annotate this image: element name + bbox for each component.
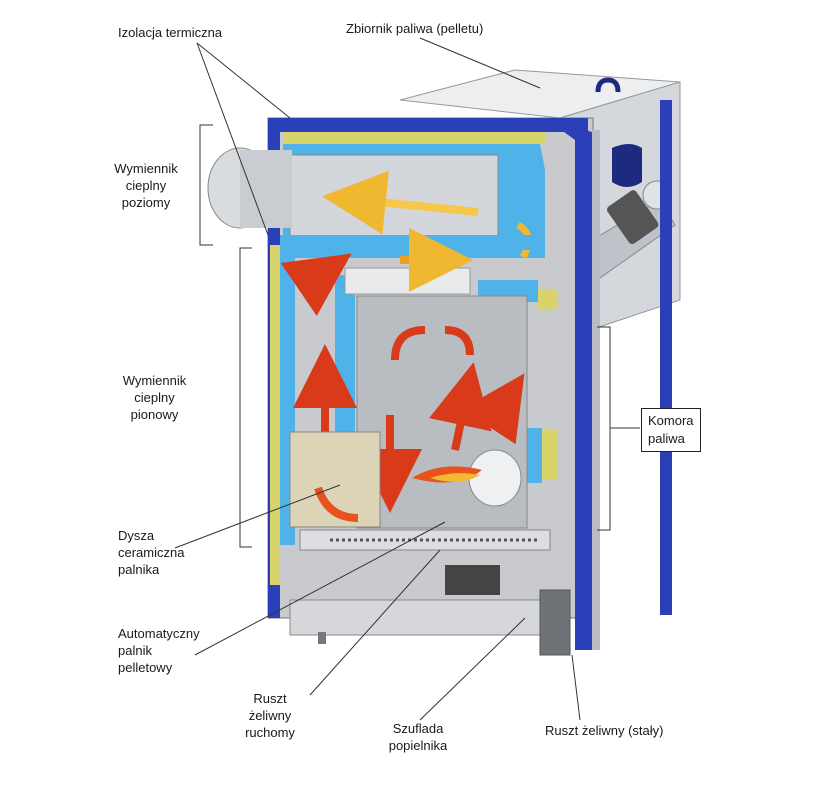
insulation — [270, 132, 558, 585]
burner — [412, 449, 522, 507]
leader-lines — [174, 37, 640, 721]
ceramic-nozzle — [289, 431, 381, 528]
horizontal-exchanger — [207, 144, 545, 259]
label-horizontal-exchanger: Wymiennik cieplny poziomy — [114, 161, 178, 210]
label-fuel-chamber: Komora paliwa — [641, 408, 701, 452]
label-pellet-burner: Automatyczny palnik pelletowy — [118, 626, 200, 675]
label-fixed-grate: Ruszt żeliwny (stały) — [545, 723, 664, 738]
grate-area — [289, 529, 571, 656]
label-ceramic-nozzle: Dysza ceramiczna palnika — [118, 528, 185, 577]
label-fuel-tank: Zbiornik paliwa (pelletu) — [346, 21, 484, 36]
label-moving-grate: Ruszt żeliwny ruchomy — [245, 691, 295, 740]
tank-leg — [660, 100, 672, 615]
label-vertical-exchanger: Wymiennik cieplny pionowy — [122, 373, 187, 422]
label-insulation: Izolacja termiczna — [118, 25, 223, 40]
label-ash-drawer: Szuflada popielnika — [388, 721, 448, 753]
